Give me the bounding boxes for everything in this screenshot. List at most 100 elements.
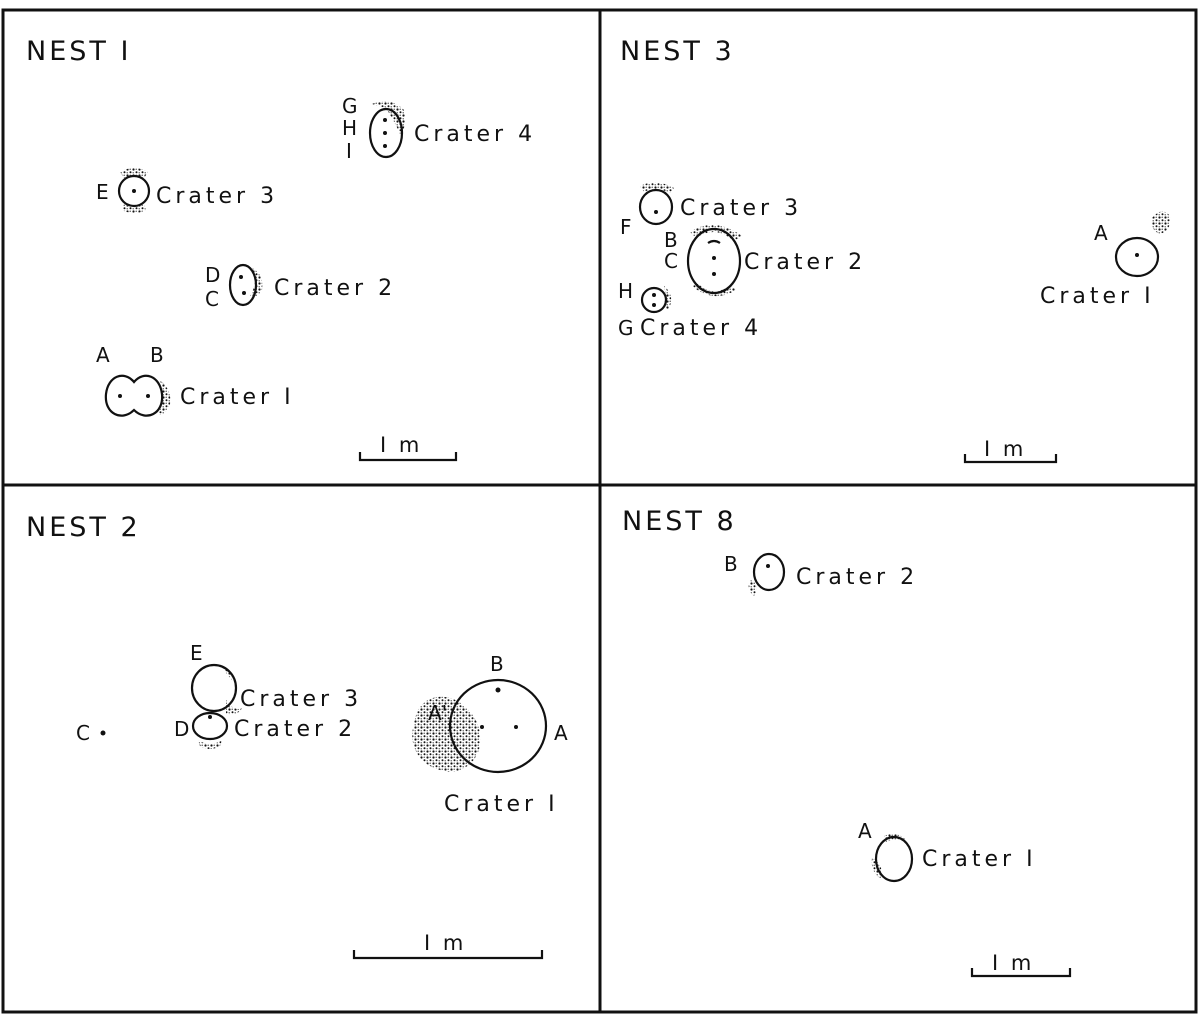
egg-dot <box>383 144 387 148</box>
crater-3: E Crater 3 <box>190 641 362 715</box>
crater-1: A B Crater I <box>96 343 295 417</box>
egg-dot <box>100 730 106 736</box>
crater-4: G H I Crater 4 <box>342 94 532 163</box>
egg-letter: H <box>618 279 633 303</box>
crater-1: A Crater I <box>858 819 1037 883</box>
crater-label: Crater 2 <box>796 565 918 590</box>
egg-dot <box>766 564 770 568</box>
scale-label: I m <box>424 931 466 955</box>
egg-letter: D <box>174 717 189 741</box>
stipple-patch <box>226 700 242 715</box>
egg-letter: A <box>96 343 110 367</box>
egg-dot <box>712 256 716 260</box>
crater-outline <box>752 552 786 592</box>
crater-label: Crater I <box>1040 284 1155 309</box>
crater-1: B A' A Crater I <box>412 652 568 817</box>
crater-outline <box>874 835 914 883</box>
egg-letter: A <box>858 819 872 843</box>
egg-letter: G <box>618 316 634 340</box>
egg-point-c: C <box>76 721 106 745</box>
crater-outline <box>228 263 258 307</box>
crater-2: B Crater 2 <box>724 552 918 596</box>
egg-dot <box>654 210 658 214</box>
egg-dot <box>712 272 716 276</box>
stipple-patch <box>222 666 232 680</box>
egg-letter: B <box>150 343 164 367</box>
egg-dot <box>383 131 387 135</box>
scale-bar: I m <box>963 437 1058 464</box>
egg-letter: C <box>205 287 219 311</box>
egg-dot <box>495 687 501 693</box>
panel-title: NEST 2 <box>26 512 141 543</box>
egg-letter: A <box>1094 221 1108 245</box>
crater-outline <box>448 678 548 774</box>
crater-label: Crater I <box>180 385 295 410</box>
crater-label: Crater 2 <box>234 717 356 742</box>
egg-letter: A <box>554 721 568 745</box>
crater-1: A Crater I <box>1040 211 1171 309</box>
crater-label: Crater I <box>922 847 1037 872</box>
stipple-patch <box>120 168 148 178</box>
egg-dot <box>132 189 136 193</box>
stipple-patch <box>122 204 146 213</box>
stipple-patch <box>748 580 757 596</box>
panel-nest-1: NEST I G H I Crater 4 E Crater 3 <box>26 36 532 462</box>
egg-letter: B <box>724 552 738 576</box>
egg-dot <box>383 118 387 122</box>
egg-letter: C <box>76 721 90 745</box>
egg-letter: F <box>620 215 632 239</box>
crater-label: Crater 2 <box>274 276 396 301</box>
egg-letter: A' <box>428 701 447 725</box>
crater-label: Crater 3 <box>680 196 802 221</box>
crater-outline <box>640 286 668 314</box>
egg-dot <box>146 394 150 398</box>
egg-dot <box>242 291 246 295</box>
crater-4: H G Crater 4 <box>618 279 762 341</box>
stipple-patch <box>198 740 222 749</box>
scale-bar: I m <box>352 931 544 960</box>
panel-nest-8: NEST 8 B Crater 2 A Crater I I m <box>622 506 1072 978</box>
crater-label: Crater 2 <box>744 250 866 275</box>
egg-dot <box>514 725 518 729</box>
scale-bar: I m <box>970 951 1072 978</box>
crater-3: F Crater 3 <box>620 182 802 239</box>
stipple-patch <box>372 101 406 134</box>
egg-dot <box>208 715 212 719</box>
panel-title: NEST 8 <box>622 506 737 537</box>
panel-nest-3: NEST 3 F Crater 3 B C Crater 2 <box>618 36 1171 464</box>
egg-letter: G <box>342 94 358 118</box>
scale-bar: I m <box>358 433 458 462</box>
crater-2: D C Crater 2 <box>205 263 396 311</box>
egg-letter: B <box>490 652 504 676</box>
egg-dot <box>1135 253 1139 257</box>
egg-letter: I <box>346 139 352 163</box>
egg-dot <box>239 275 243 279</box>
crater-2: D Crater 2 <box>174 711 356 749</box>
egg-letter: D <box>205 263 220 287</box>
egg-dot <box>118 394 122 398</box>
crater-outline <box>686 227 742 295</box>
scale-label: I m <box>984 437 1026 461</box>
egg-letter: B <box>664 228 678 252</box>
crater-label: Crater I <box>444 792 559 817</box>
egg-letter: E <box>190 641 203 665</box>
egg-dot <box>652 293 656 297</box>
panel-title: NEST 3 <box>620 36 735 67</box>
crater-label: Crater 3 <box>156 184 278 209</box>
crater-outline <box>190 663 238 713</box>
crater-label: Crater 4 <box>640 316 762 341</box>
crater-outline <box>117 174 151 208</box>
crater-outline <box>368 107 404 159</box>
panel-title: NEST I <box>26 36 131 67</box>
egg-letter: H <box>342 116 357 140</box>
egg-dot <box>480 725 484 729</box>
panel-nest-2: NEST 2 C E Crater 3 D Crater 2 <box>26 512 568 960</box>
stipple-patch <box>1151 211 1171 234</box>
crater-label: Crater 3 <box>240 687 362 712</box>
stipple-patch <box>692 284 736 297</box>
crater-2: B C Crater 2 <box>664 224 866 297</box>
stipple-patch <box>412 696 481 772</box>
crater-outline <box>191 711 229 741</box>
crater-outline <box>638 188 674 226</box>
